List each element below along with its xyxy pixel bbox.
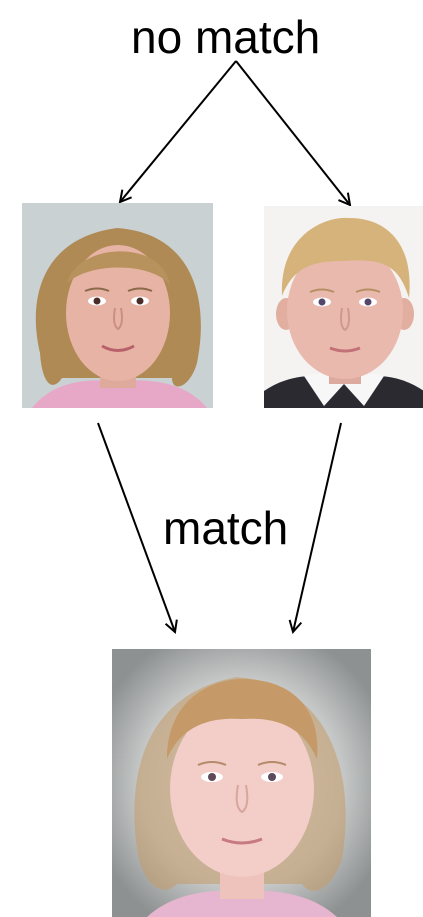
arrow-to-left-face	[120, 60, 237, 202]
no-match-label: no match	[131, 11, 321, 63]
arrow-to-right-face	[235, 60, 350, 205]
girl-face-photo	[22, 203, 213, 408]
match-label: match	[163, 502, 289, 554]
arrow-right-to-morph	[293, 422, 342, 632]
arrow-left-to-morph	[97, 422, 175, 632]
morphed-face-photo	[112, 649, 371, 917]
boy-face-photo	[264, 206, 423, 408]
